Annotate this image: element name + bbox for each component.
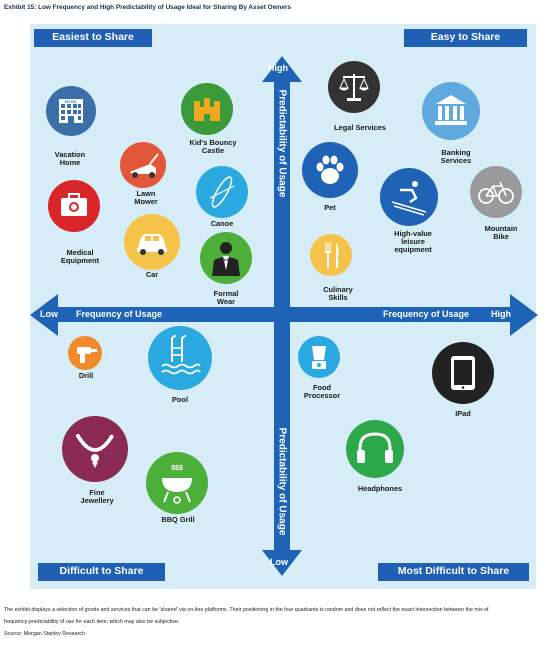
fork-knife-icon — [310, 234, 352, 276]
label-banking-services: Banking Services — [440, 148, 472, 165]
label-formal-wear: Formal Wear — [213, 289, 239, 306]
axis-low-left-label: Low — [40, 309, 58, 319]
headphones-icon — [346, 420, 404, 478]
label-bouncy-castle: Kid's Bouncy Castle — [189, 138, 237, 155]
label-headphones: Headphones — [357, 484, 403, 493]
label-ipad: IPad — [455, 409, 471, 418]
label-pool: Pool — [171, 395, 188, 404]
arrow-up-icon — [262, 56, 302, 82]
label-pet: Pet — [324, 203, 336, 212]
canoe-icon — [196, 166, 248, 218]
paw-icon — [302, 142, 358, 198]
drill-icon — [68, 336, 102, 370]
lawn-mower-icon — [120, 142, 166, 188]
grill-icon: $$$ — [146, 452, 208, 514]
exhibit-title: Exhibit 15: Low Frequency and High Predi… — [4, 4, 292, 11]
predictability-label-bottom: Predictability of Usage — [276, 427, 288, 536]
blender-icon — [298, 336, 340, 378]
first-aid-kit-icon — [48, 180, 100, 232]
label-drill: Drill — [78, 371, 94, 380]
label-lawn-mower: Lawn Mower — [134, 189, 158, 206]
hotel-icon: HOTEL — [46, 86, 96, 136]
grill-money-text: $$$ — [171, 465, 183, 472]
arrow-left-icon — [30, 294, 58, 336]
scales-icon — [328, 61, 380, 113]
tuxedo-icon — [200, 232, 252, 284]
predictability-label-top: Predictability of Usage — [276, 89, 288, 198]
necklace-icon — [62, 416, 128, 482]
axis-low-label: Low — [270, 557, 288, 567]
bicycle-icon — [470, 166, 522, 218]
skier-icon — [380, 168, 438, 226]
corner-easy-to-share: Easy to Share — [404, 29, 527, 47]
label-leisure-equipment: High-value leisure equipment — [394, 229, 432, 254]
label-medical-equipment: Medical Equipment — [60, 248, 100, 265]
label-canoe: Canoe — [210, 219, 234, 228]
arrow-right-icon — [510, 294, 538, 336]
label-fine-jewellery: Fine Jewellery — [80, 488, 114, 505]
source-note: Source: Morgan Stanley Research — [4, 631, 85, 637]
frequency-label-right: Frequency of Usage — [383, 309, 470, 319]
corner-difficult-to-share: Difficult to Share — [38, 563, 165, 581]
pool-icon — [148, 326, 212, 390]
tablet-icon — [432, 342, 494, 404]
hotel-sign-text: HOTEL — [65, 100, 78, 104]
corner-easiest-to-share: Easiest to Share — [34, 29, 152, 47]
label-car: Car — [145, 270, 159, 279]
frequency-axis — [58, 307, 511, 322]
label-legal-services: Legal Services — [334, 123, 386, 132]
car-icon — [124, 214, 180, 270]
label-bbq-grill: BBQ Grill — [161, 515, 195, 524]
bouncy-castle-icon — [181, 83, 233, 135]
label-culinary-skills: Culinary Skills — [323, 285, 353, 302]
footnote-line-1: The exhibit displays a selection of good… — [4, 607, 489, 613]
corner-most-difficult-to-share: Most Difficult to Share — [378, 563, 529, 581]
label-food-processor: Food Processor — [303, 383, 341, 400]
bank-icon — [422, 82, 480, 140]
footnote-line-2: frequency-predictability of use for each… — [4, 619, 180, 625]
arrow-down-icon — [262, 550, 302, 576]
label-mountain-bike: Mountain Bike — [484, 224, 518, 241]
axis-high-right-label: High — [491, 309, 511, 319]
axis-high-label: High — [268, 63, 288, 73]
frequency-label-left: Frequency of Usage — [76, 309, 163, 319]
label-vacation-home: Vacation Home — [54, 150, 86, 167]
